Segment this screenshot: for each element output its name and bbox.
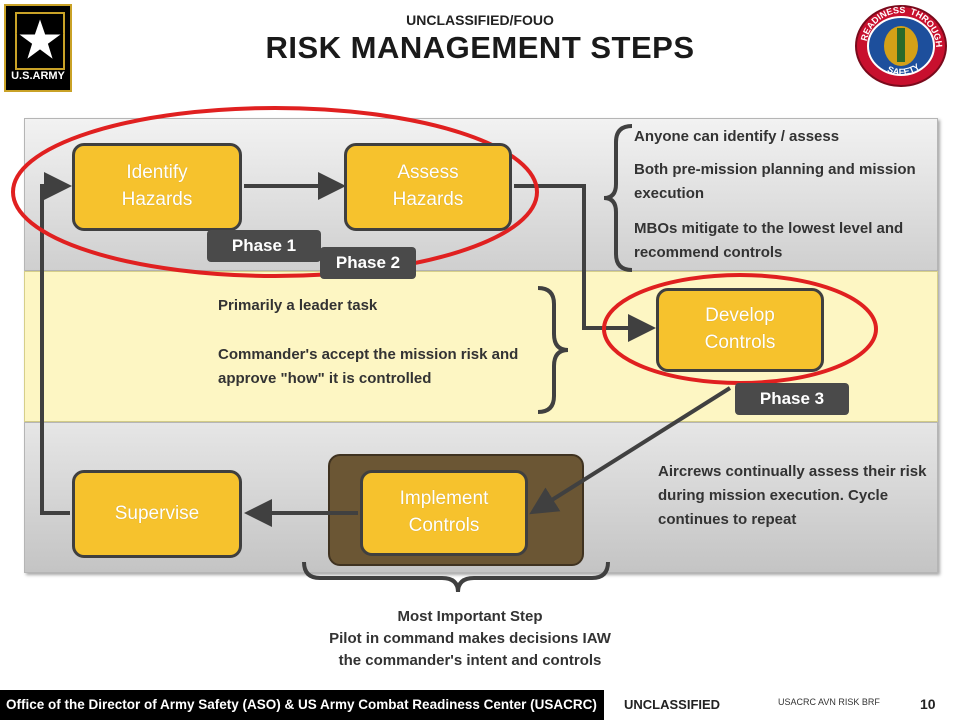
- step-identify-hazards: Identify Hazards: [72, 143, 242, 231]
- phase-3-label: Phase 3: [735, 383, 849, 415]
- brace-phase-1-2: [603, 124, 633, 272]
- page-title: RISK MANAGEMENT STEPS: [265, 30, 695, 65]
- most-important-line-2: Pilot in command makes decisions IAW: [329, 629, 611, 647]
- most-important-line-1: Most Important Step: [397, 608, 543, 625]
- footer-classification: UNCLASSIFIED: [624, 697, 721, 712]
- step-assess-hazards: Assess Hazards: [344, 143, 512, 231]
- step-supervise-label: Supervise: [114, 502, 200, 524]
- note-leader: Primarily a leader task: [218, 297, 378, 314]
- highlight-ellipse-phase-1-2: [11, 106, 539, 278]
- note-anyone: Anyone can identify / assess: [634, 128, 840, 145]
- step-implement-controls: Implement Controls: [360, 470, 528, 556]
- readiness-through-safety-seal-icon: READINESS THROUGH SAFETY: [855, 5, 947, 87]
- arrow-assess-to-develop: [514, 184, 656, 342]
- brace-phase-3: [537, 286, 569, 414]
- army-star-icon: [15, 12, 65, 70]
- phase-1-label: Phase 1: [207, 230, 321, 262]
- note-commander: Commander's accept the mission risk and …: [218, 346, 519, 387]
- most-important-line-3: the commander's intent and controls: [338, 651, 602, 669]
- arrow-supervise-to-identify: [40, 172, 72, 515]
- footer-reference: USACRC AVN RISK BRF: [778, 697, 880, 707]
- step-develop-controls: Develop Controls: [656, 288, 824, 372]
- army-logo: [4, 4, 72, 92]
- footer-office: Office of the Director of Army Safety (A…: [0, 690, 604, 720]
- note-both: Both pre-mission planning and mission ex…: [634, 161, 916, 202]
- brace-most-important: [302, 561, 610, 593]
- page-number: 10: [920, 696, 936, 712]
- step-supervise: Supervise: [72, 470, 242, 558]
- classification-top: UNCLASSIFIED/FOUO: [406, 12, 554, 28]
- step-assess-label: Assess Hazards: [392, 162, 464, 210]
- note-aircrews: Aircrews continually assess their risk d…: [658, 463, 927, 528]
- army-logo-text: U.S.ARMY: [11, 70, 65, 82]
- most-important-caption: Most Important Step Pilot in command mak…: [260, 606, 680, 671]
- step-develop-label: Develop Controls: [704, 305, 776, 353]
- step-identify-label: Identify Hazards: [121, 162, 193, 210]
- phase-2-label: Phase 2: [320, 247, 416, 279]
- arrow-develop-to-implement: [529, 386, 732, 515]
- step-implement-label: Implement Controls: [399, 488, 489, 536]
- note-mbos: MBOs mitigate to the lowest level and re…: [634, 220, 904, 261]
